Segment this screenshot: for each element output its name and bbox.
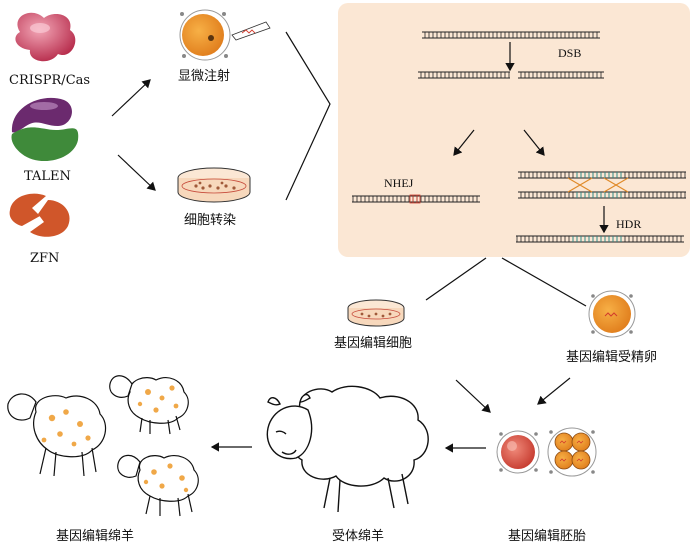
arrow-to-hdr — [523, 129, 545, 156]
dna-break — [418, 71, 604, 79]
edited-cells-dish-icon — [347, 299, 405, 327]
crispr-label: CRISPR/Cas — [9, 73, 90, 88]
microinjection-icon — [179, 9, 271, 61]
talen-icon — [11, 97, 79, 162]
edited-sheep-icon-2 — [7, 393, 107, 477]
arrow-to-microinjection — [111, 79, 151, 117]
arrow-cells-to-embryo — [455, 379, 491, 413]
converging-bracket — [285, 31, 331, 201]
transfection-label: 细胞转染 — [184, 213, 236, 228]
edited-zygote-icon — [588, 290, 636, 338]
edited-sheep-icon-1 — [109, 375, 189, 435]
microinjection-label: 显微注射 — [178, 68, 230, 84]
zfn-label: ZFN — [30, 251, 59, 266]
edited-sheep-icon-3 — [117, 454, 199, 517]
talen-label: TALEN — [24, 169, 71, 184]
embryo-icon-1 — [496, 430, 540, 474]
arrow-zygote-to-embryo — [537, 377, 571, 405]
dna-intact — [422, 31, 600, 39]
crispr-icon — [15, 12, 76, 62]
recipient-sheep-label: 受体绵羊 — [332, 528, 384, 544]
arrow-to-transfection — [117, 154, 156, 191]
edited-embryo-label: 基因编辑胚胎 — [508, 529, 586, 544]
edited-sheep-label: 基因编辑绵羊 — [56, 528, 134, 544]
nhej-label: NHEJ — [384, 176, 414, 190]
embryo-icon-2 — [547, 427, 597, 477]
hdr-label: HDR — [616, 217, 641, 231]
dna-nhej — [352, 194, 480, 204]
line-to-edited-zygote — [501, 257, 587, 307]
dsb-label: DSB — [558, 46, 581, 60]
edited-zygote-label: 基因编辑受精卵 — [566, 350, 657, 365]
zfn-icon — [9, 193, 70, 237]
edited-cells-label: 基因编辑细胞 — [334, 336, 412, 351]
dna-hdr-template — [518, 171, 686, 199]
dna-hdr-result — [516, 235, 684, 243]
arrow-to-nhej — [453, 129, 475, 156]
transfection-dish-icon — [177, 167, 251, 203]
recipient-sheep-icon — [266, 385, 429, 513]
line-to-edited-cells — [425, 257, 487, 301]
